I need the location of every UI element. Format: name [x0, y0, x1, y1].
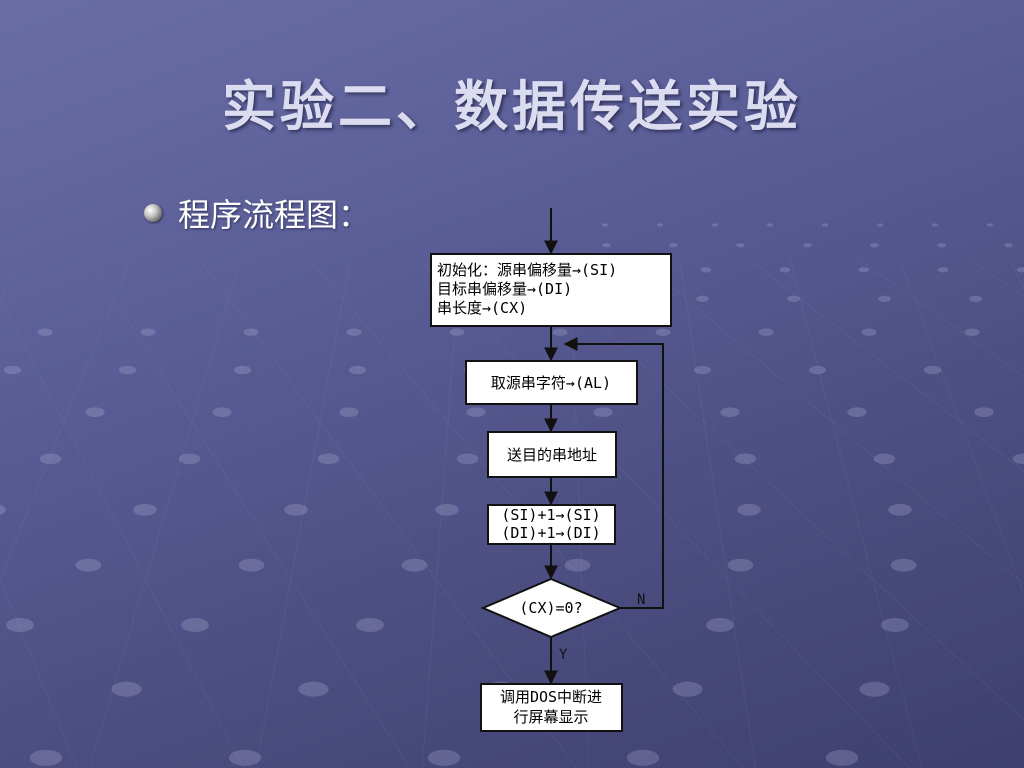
end-line-2: 行屏幕显示	[513, 708, 588, 726]
increment-line-1: (SI)+1→(SI)	[501, 506, 600, 524]
fetch-step: 取源串字符→(AL)	[465, 360, 638, 405]
bullet-text: 程序流程图：	[178, 196, 371, 234]
send-step: 送目的串地址	[487, 431, 617, 478]
increment-step: (SI)+1→(SI) (DI)+1→(DI)	[487, 504, 616, 545]
increment-box	[487, 504, 616, 545]
send-box	[487, 431, 617, 478]
init-line-1: 初始化：源串偏移量→(SI)	[437, 261, 617, 279]
end-line-1: 调用DOS中断进	[500, 688, 602, 706]
increment-line-2: (DI)+1→(DI)	[501, 524, 600, 542]
no-branch-label: N	[637, 592, 645, 608]
init-line-2: 目标串偏移量→(DI)	[437, 280, 572, 298]
flow-connectors	[544, 208, 664, 685]
loop-back-arrow	[563, 337, 664, 609]
fetch-text: 取源串字符→(AL)	[491, 374, 611, 392]
yes-branch-label: Y	[559, 647, 568, 663]
send-text: 送目的串地址	[507, 446, 597, 464]
init-step: 初始化：源串偏移量→(SI) 目标串偏移量→(DI) 串长度→(CX)	[430, 253, 672, 327]
init-box	[430, 253, 672, 327]
fetch-box	[465, 360, 638, 405]
decision-text: (CX)=0?	[519, 599, 582, 617]
decision-step: (CX)=0? N Y	[480, 577, 645, 663]
bullet-item: 程序流程图：	[144, 190, 370, 236]
end-step: 调用DOS中断进 行屏幕显示	[480, 683, 623, 732]
slide-title: 实验二、数据传送实验	[222, 74, 802, 138]
init-line-3: 串长度→(CX)	[437, 299, 527, 317]
decision-diamond	[480, 577, 623, 639]
end-box	[480, 683, 623, 732]
bullet-sphere-icon	[144, 204, 162, 222]
